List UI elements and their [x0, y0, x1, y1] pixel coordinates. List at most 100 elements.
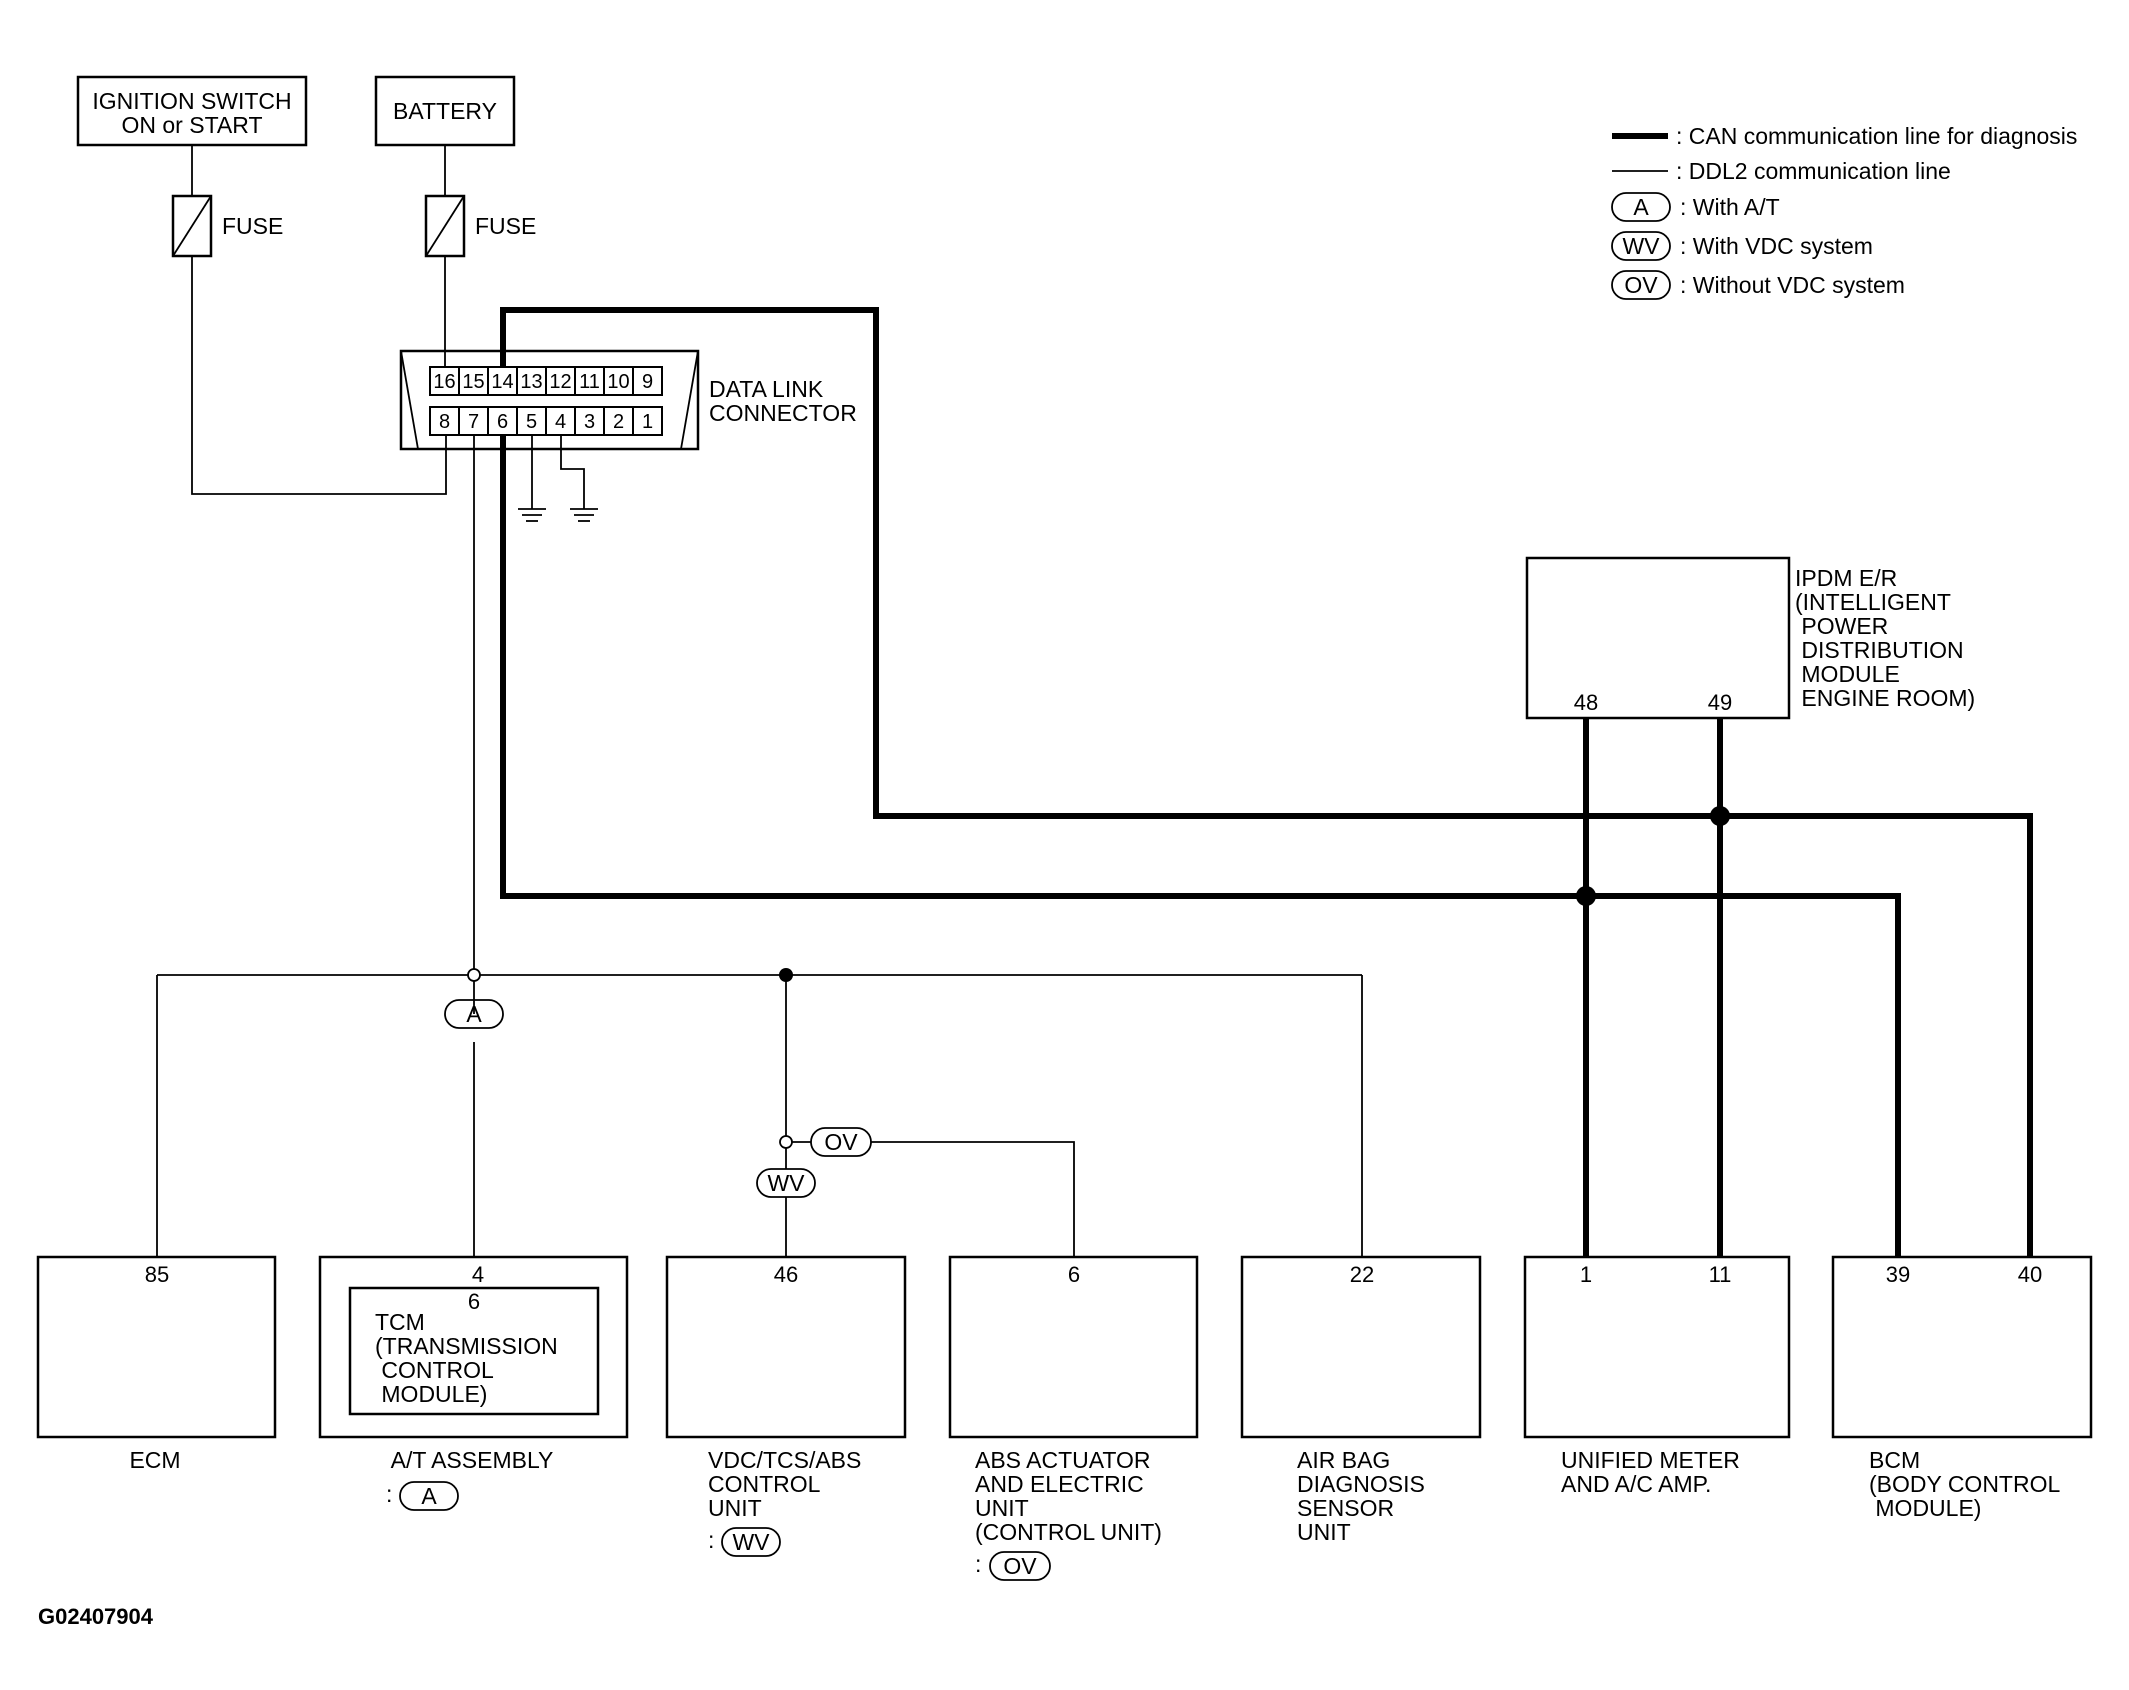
bcm-label-1: BCM	[1869, 1447, 1920, 1473]
tcm-label-3: CONTROL	[375, 1357, 494, 1383]
tcm-label-2: (TRANSMISSION	[375, 1333, 558, 1359]
unit-at-assembly: 4 6 TCM (TRANSMISSION CONTROL MODULE) A/…	[318, 1255, 629, 1511]
ignition-switch: IGNITION SWITCH ON or START	[76, 75, 308, 147]
can-junction-dot	[1710, 806, 1730, 826]
legend-tag-ov-desc: : Without VDC system	[1680, 272, 1905, 298]
legend-can-text: : CAN communication line for diagnosis	[1676, 123, 2077, 149]
vdc-box	[665, 1255, 907, 1439]
dlc-pin-number: 10	[607, 371, 629, 393]
vdc-cond-prefix: :	[708, 1527, 714, 1553]
bcm-box	[1831, 1255, 2093, 1439]
airbag-label-1: AIR BAG	[1297, 1447, 1390, 1473]
legend-tag-a-desc: : With A/T	[1680, 194, 1780, 220]
legend-tag-a	[1611, 192, 1671, 222]
tcm-box	[348, 1286, 600, 1416]
dlc-pin-number: 15	[462, 371, 484, 393]
unit-abs-actuator: 6 ABS ACTUATOR AND ELECTRIC UNIT (CONTRO…	[948, 1255, 1199, 1581]
vdc-label-1: VDC/TCS/ABS	[708, 1447, 861, 1473]
legend-tag-a-text: A	[1633, 194, 1649, 220]
ipdm-box	[1525, 556, 1791, 720]
ddl2-branch-abs	[871, 1141, 1075, 1257]
legend-tag-wv-text: WV	[1622, 233, 1660, 259]
ignition-switch-label-1: IGNITION SWITCH	[92, 88, 291, 114]
abs-cond-prefix: :	[975, 1551, 981, 1577]
abs-cond-tag	[989, 1551, 1051, 1581]
vdc-label-2: CONTROL	[708, 1471, 821, 1497]
dlc-pin-number: 4	[555, 411, 566, 433]
meter-pin-1: 1	[1580, 1262, 1592, 1287]
dlc-pin-number: 8	[439, 411, 450, 433]
dlc-pin-number: 14	[491, 371, 513, 393]
vdc-cond-tag	[721, 1527, 781, 1557]
abs-label-3: UNIT	[975, 1495, 1029, 1521]
unit-vdc-tcs-abs: 46 VDC/TCS/ABS CONTROL UNIT : WV	[665, 1255, 907, 1557]
legend-tag-ov-text: OV	[1624, 272, 1658, 298]
can-line-pin-14	[500, 307, 2033, 1257]
can-line-pin-6	[500, 435, 1901, 1257]
svg-text:OV: OV	[824, 1129, 858, 1155]
bus-tag-a: A	[444, 999, 504, 1029]
dlc-pin-number: 7	[468, 411, 479, 433]
ipdm-label-1: IPDM E/R	[1795, 565, 1897, 591]
dlc-label-1: DATA LINK	[709, 376, 824, 402]
bcm-pin-39: 39	[1886, 1262, 1910, 1287]
ipdm-label-2: (INTELLIGENT	[1795, 589, 1951, 615]
ground-pin-5	[518, 435, 546, 522]
ignition-switch-label-2: ON or START	[122, 112, 263, 138]
dlc-pin-cell	[632, 406, 663, 436]
bus-tag-wv: WV	[756, 1168, 816, 1198]
bcm-label-3: MODULE)	[1869, 1495, 1981, 1521]
meter-box	[1523, 1255, 1791, 1439]
bcm-label-2: (BODY CONTROL	[1869, 1471, 2060, 1497]
svg-text:WV: WV	[767, 1170, 805, 1196]
at-outer-pin: 4	[472, 1262, 484, 1287]
bus-tag-ov: OV	[810, 1127, 872, 1157]
ddl2-junction-dot	[779, 968, 793, 982]
meter-label-1: UNIFIED METER	[1561, 1447, 1740, 1473]
at-assembly-label: A/T ASSEMBLY	[391, 1447, 554, 1473]
airbag-label-2: DIAGNOSIS	[1297, 1471, 1425, 1497]
battery-label: BATTERY	[393, 98, 497, 124]
ipdm-pin-48: 48	[1574, 690, 1598, 715]
unit-airbag: 22 AIR BAG DIAGNOSIS SENSOR UNIT	[1240, 1255, 1482, 1545]
tcm-label-4: MODULE)	[375, 1381, 487, 1407]
ipdm-er: 48 49 IPDM E/R (INTELLIGENT POWER DISTRI…	[1525, 556, 1975, 720]
dlc-housing	[399, 349, 700, 451]
ddl2-open-junction	[467, 968, 481, 982]
airbag-label-3: SENSOR	[1297, 1495, 1394, 1521]
unit-unified-meter: 1 11 UNIFIED METER AND A/C AMP.	[1523, 1255, 1791, 1497]
dlc-pin-number: 6	[497, 411, 508, 433]
abs-label-2: AND ELECTRIC	[975, 1471, 1144, 1497]
vdc-label-3: UNIT	[708, 1495, 762, 1521]
vdc-cond-tag-text: WV	[732, 1529, 770, 1555]
ipdm-label-6: ENGINE ROOM)	[1795, 685, 1975, 711]
airbag-pin: 22	[1350, 1262, 1374, 1287]
at-cond-tag-text: A	[421, 1483, 437, 1509]
unit-ecm: 85 ECM	[36, 1255, 277, 1473]
ddl2-open-junction	[779, 1135, 793, 1149]
fuse-ignition: FUSE	[171, 145, 283, 258]
legend-tag-wv-desc: : With VDC system	[1680, 233, 1873, 259]
legend-tag-wv	[1611, 231, 1671, 261]
legend-tag-ov	[1611, 270, 1671, 300]
fuse-battery: FUSE	[424, 145, 536, 258]
ipdm-label-4: DISTRIBUTION	[1795, 637, 1964, 663]
dlc-pin-number: 2	[613, 411, 624, 433]
unit-bcm: 39 40 BCM (BODY CONTROL MODULE)	[1831, 1255, 2093, 1521]
figure-id: G02407904	[38, 1604, 154, 1629]
svg-text:A: A	[466, 1001, 482, 1027]
meter-pin-11: 11	[1709, 1262, 1732, 1287]
at-assembly-box	[318, 1255, 629, 1439]
dlc-pin-number: 11	[579, 371, 600, 393]
meter-label-2: AND A/C AMP.	[1561, 1471, 1711, 1497]
tcm-label-1: TCM	[375, 1309, 425, 1335]
ipdm-label-3: POWER	[1795, 613, 1888, 639]
abs-label-4: (CONTROL UNIT)	[975, 1519, 1162, 1545]
dlc-pin-number: 12	[549, 371, 571, 393]
airbag-box	[1240, 1255, 1482, 1439]
abs-cond-tag-text: OV	[1003, 1553, 1037, 1579]
